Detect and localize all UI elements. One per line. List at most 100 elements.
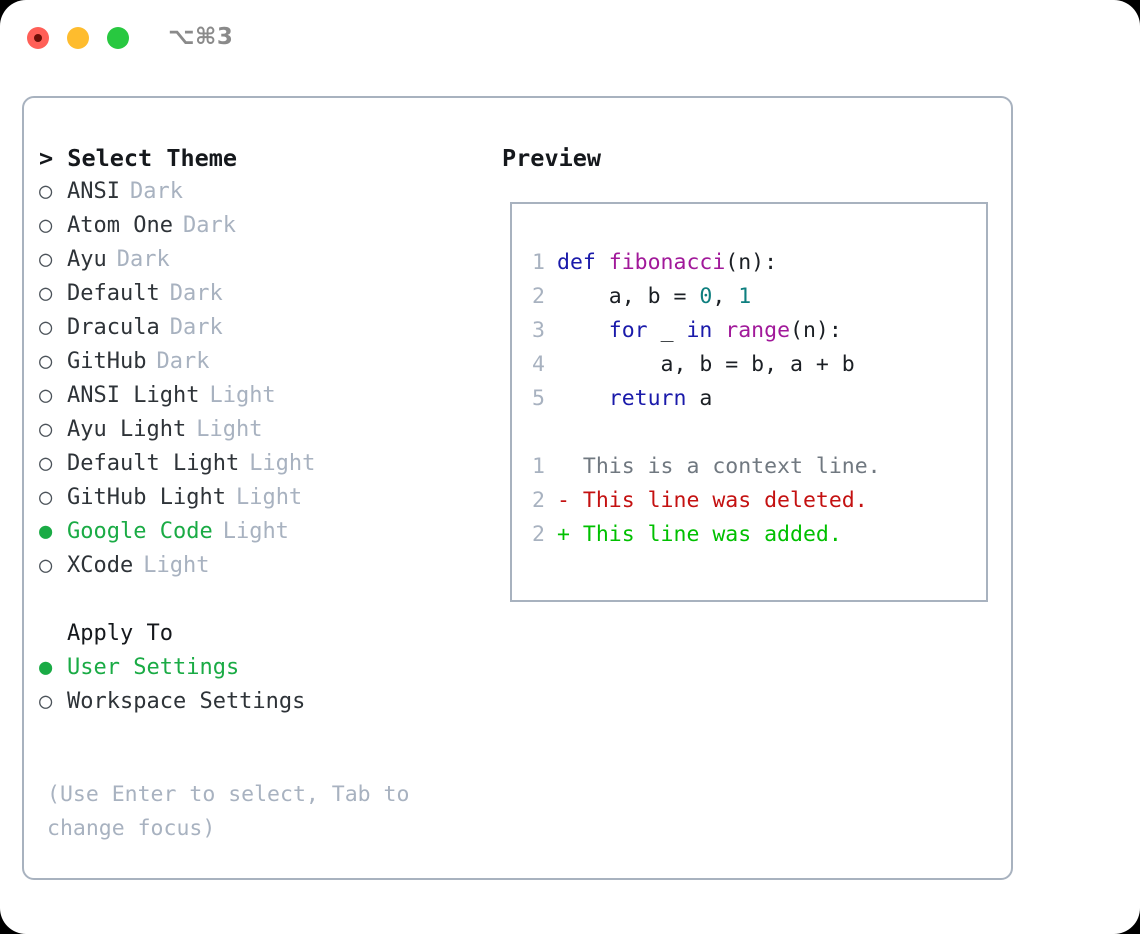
code-token: def xyxy=(557,250,609,275)
preview-header: Preview xyxy=(502,144,602,172)
theme-option-tag: Light xyxy=(196,417,263,442)
close-button[interactable] xyxy=(27,27,49,49)
code-token: for xyxy=(557,318,661,343)
theme-option-tag: Dark xyxy=(129,179,183,204)
theme-option-ayu[interactable]: ○ Ayu Dark xyxy=(39,243,479,277)
code-line: 2 a, b = 0, 1 xyxy=(523,280,980,314)
theme-list-header: > Select Theme xyxy=(39,144,238,172)
code-token: 0 xyxy=(699,284,713,309)
minimize-button[interactable] xyxy=(67,27,89,49)
code-token: This is a context line. xyxy=(557,454,881,479)
theme-option-tag: Light xyxy=(249,451,316,476)
radio-selected-icon: ● xyxy=(39,519,53,544)
diff-line: 1 This is a context line. xyxy=(523,450,980,484)
theme-option-label: Atom One xyxy=(67,213,173,238)
radio-unselected-icon: ○ xyxy=(39,315,53,340)
radio-unselected-icon: ○ xyxy=(39,689,53,714)
radio-unselected-icon: ○ xyxy=(39,247,53,272)
theme-option-label: ANSI xyxy=(67,179,120,204)
theme-option-label: Google Code xyxy=(67,519,213,544)
theme-option-google-code[interactable]: ● Google Code Light xyxy=(39,515,479,549)
code-token: return xyxy=(557,386,700,411)
line-number: 1 xyxy=(532,454,545,479)
code-token: (n): xyxy=(790,318,842,343)
theme-option-tag: Light xyxy=(235,485,303,510)
code-token: fibonacci xyxy=(608,250,726,275)
radio-unselected-icon: ○ xyxy=(39,281,53,306)
diff-sample: 1 This is a context line. 2 - This line wa… xyxy=(523,450,980,552)
apply-to-option-label: Workspace Settings xyxy=(67,689,306,714)
theme-option-label: GitHub xyxy=(67,349,147,374)
theme-option-label: Default xyxy=(67,281,160,306)
code-token: in xyxy=(686,318,726,343)
theme-option-label: ANSI Light xyxy=(67,383,200,408)
radio-unselected-icon: ○ xyxy=(39,553,53,578)
apply-to-option-workspace-settings[interactable]: ○ Workspace Settings xyxy=(39,685,479,719)
apply-to-header: Apply To xyxy=(67,621,173,646)
theme-option-tag: Dark xyxy=(169,315,223,340)
code-line: 4 a, b = b, a + b xyxy=(523,348,980,382)
theme-option-label: Ayu xyxy=(67,247,107,272)
code-token: a xyxy=(699,386,713,411)
code-diff-spacer xyxy=(523,416,980,450)
code-token: - This line was deleted. xyxy=(557,488,868,513)
line-number: 2 xyxy=(532,522,545,547)
theme-option-github[interactable]: ○ GitHub Dark xyxy=(39,345,479,379)
code-token: + This line was added. xyxy=(557,522,842,547)
maximize-button[interactable] xyxy=(107,27,129,49)
keyboard-hint: (Use Enter to select, Tab to change focu… xyxy=(47,782,410,841)
apply-to-option-label: User Settings xyxy=(67,655,240,680)
theme-option-ayu-light[interactable]: ○ Ayu Light Light xyxy=(39,413,479,447)
theme-option-tag: Light xyxy=(209,383,276,408)
theme-option-label: Default Light xyxy=(67,451,240,476)
theme-option-ansi[interactable]: ○ ANSI Dark xyxy=(39,175,479,209)
theme-option-tag: Dark xyxy=(116,247,170,272)
radio-unselected-icon: ○ xyxy=(39,451,53,476)
theme-option-label: Ayu Light xyxy=(67,417,187,442)
apply-to-options-list[interactable]: ● User Settings ○ Workspace Settings xyxy=(39,651,479,719)
code-token: range xyxy=(725,318,791,343)
title-bar: ⌥⌘3 xyxy=(0,0,1140,78)
list-spacer xyxy=(39,583,479,617)
code-line: 5 return a xyxy=(523,382,980,416)
radio-unselected-icon: ○ xyxy=(39,179,53,204)
code-token: _ xyxy=(660,318,687,343)
line-number: 5 xyxy=(532,386,545,411)
radio-unselected-icon: ○ xyxy=(39,213,53,238)
code-line: 3 for _ in range(n): xyxy=(523,314,980,348)
theme-option-tag: Dark xyxy=(156,349,210,374)
radio-unselected-icon: ○ xyxy=(39,417,53,442)
code-token: a, b = xyxy=(557,284,700,309)
line-number: 3 xyxy=(532,318,545,343)
line-number: 2 xyxy=(532,284,545,309)
theme-option-xcode[interactable]: ○ XCode Light xyxy=(39,549,479,583)
line-number: 4 xyxy=(532,352,545,377)
line-number: 2 xyxy=(532,488,545,513)
theme-option-label: XCode xyxy=(67,553,134,578)
theme-option-tag: Light xyxy=(222,519,289,544)
radio-selected-icon: ● xyxy=(39,655,53,680)
theme-option-tag: Light xyxy=(143,553,210,578)
theme-option-default-light[interactable]: ○ Default Light Light xyxy=(39,447,479,481)
apply-to-option-user-settings[interactable]: ● User Settings xyxy=(39,651,479,685)
code-token: (n): xyxy=(725,250,778,275)
diff-line: 2 - This line was deleted. xyxy=(523,484,980,518)
code-token: , xyxy=(712,284,739,309)
theme-option-atom-one[interactable]: ○ Atom One Dark xyxy=(39,209,479,243)
radio-unselected-icon: ○ xyxy=(39,485,53,510)
radio-unselected-icon: ○ xyxy=(39,349,53,374)
theme-option-tag: Dark xyxy=(182,213,236,238)
